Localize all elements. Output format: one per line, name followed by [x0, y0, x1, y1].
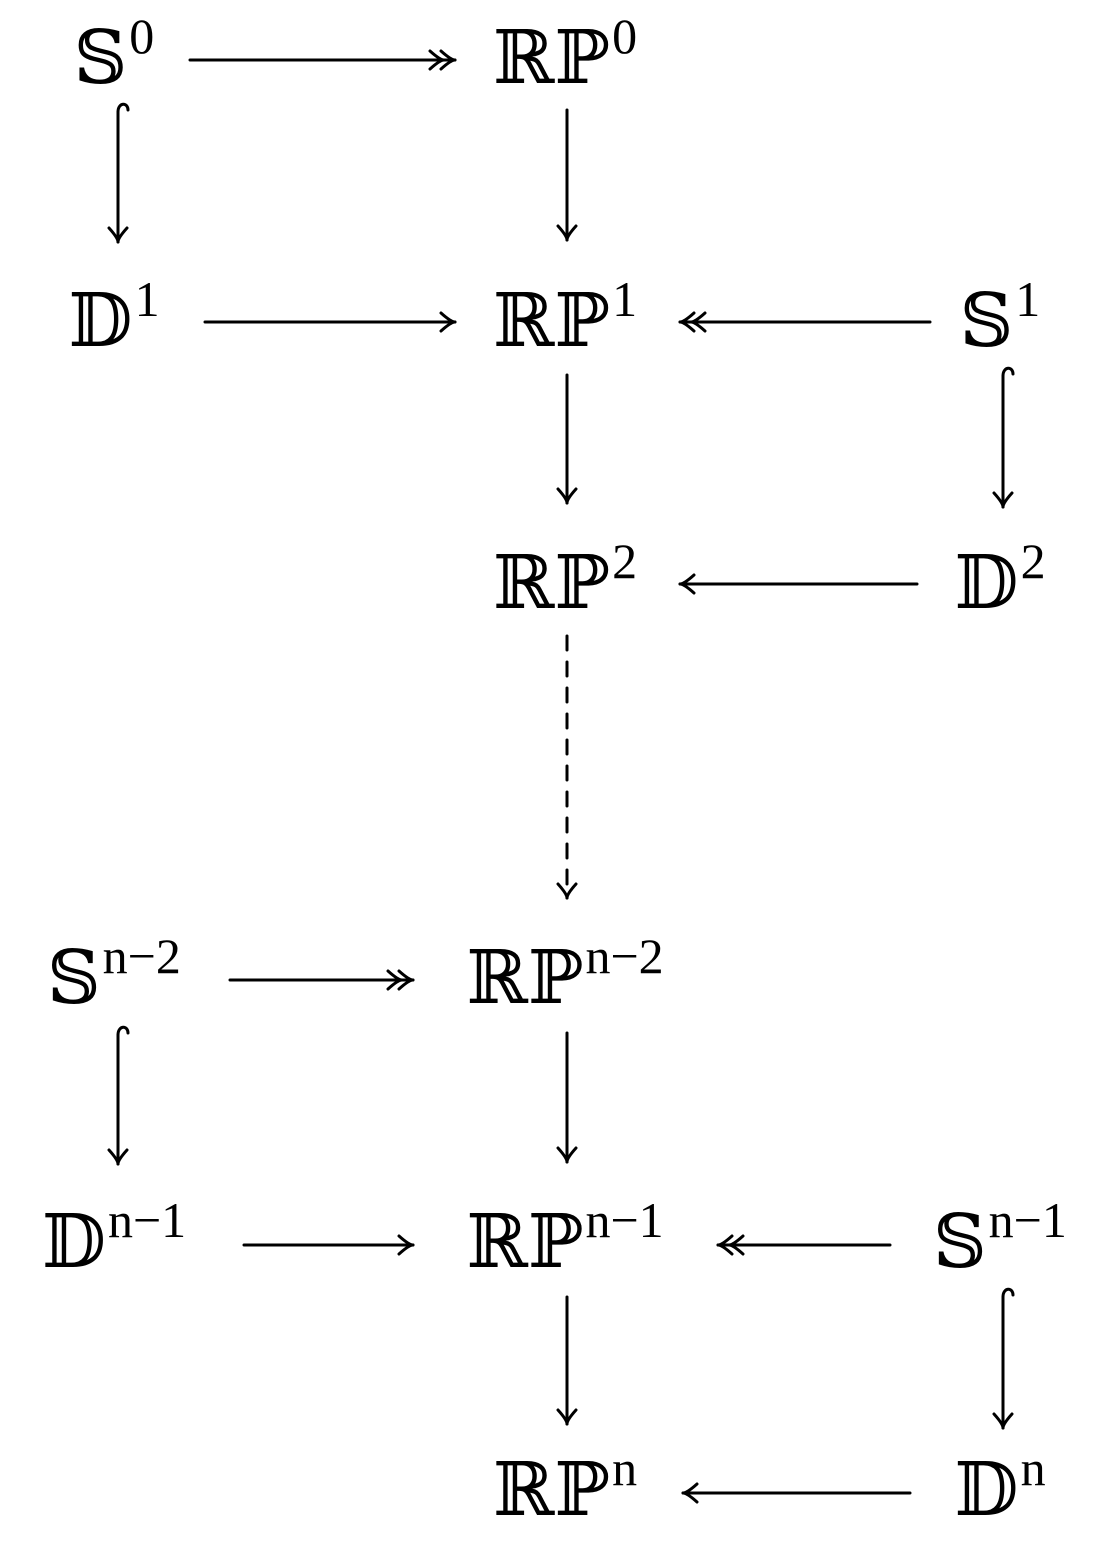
node-superscript: n	[1020, 1440, 1046, 1496]
arrow-head	[397, 969, 415, 991]
node-superscript: n−2	[585, 928, 664, 984]
arrow-hook	[1001, 366, 1015, 384]
arrow-head	[556, 1408, 578, 1426]
node-superscript: 1	[612, 271, 638, 327]
arrow-RP1-to-RP2	[556, 373, 578, 505]
node-superscript: n−1	[988, 1192, 1067, 1248]
node-base: 𝕊	[959, 278, 1014, 364]
node-superscript: 1	[1015, 271, 1041, 327]
arrow-head	[556, 1146, 578, 1164]
arrow-RP0-to-RP1	[556, 108, 578, 242]
arrow-head	[992, 491, 1014, 509]
node-rpn: ℝℙn	[493, 1443, 637, 1527]
node-rpn-2: ℝℙn−2	[466, 931, 663, 1015]
node-superscript: 2	[1020, 533, 1046, 589]
node-s1: 𝕊1	[960, 274, 1040, 358]
node-d1: 𝔻1	[68, 274, 159, 358]
arrow-RPn1-to-RPn	[556, 1295, 578, 1426]
node-base: ℝℙ	[492, 278, 611, 364]
node-dn: 𝔻n	[954, 1443, 1045, 1527]
arrow-Dn-to-RPn	[681, 1482, 912, 1504]
arrow-head-second	[428, 49, 446, 71]
arrow-head-second	[727, 1234, 745, 1256]
arrow-Sn1-to-Dn	[992, 1287, 1015, 1430]
arrow-S0-to-D1	[107, 102, 130, 244]
node-superscript: 1	[134, 271, 160, 327]
node-rp2: ℝℙ2	[493, 536, 637, 620]
arrow-hook	[116, 102, 130, 120]
node-base: ℝℙ	[466, 1199, 584, 1285]
node-base: 𝔻	[68, 278, 133, 364]
node-rpn-1: ℝℙn−1	[466, 1195, 663, 1279]
node-base: ℝℙ	[466, 935, 584, 1021]
node-base: ℝℙ	[492, 1447, 611, 1533]
node-rp1: ℝℙ1	[493, 274, 637, 358]
node-superscript: n	[612, 1440, 638, 1496]
arrow-S0-to-RP0	[188, 49, 457, 71]
node-base: ℝℙ	[492, 15, 611, 101]
node-superscript: 2	[612, 533, 638, 589]
node-d2: 𝔻2	[954, 536, 1045, 620]
node-dn-1: 𝔻n−1	[42, 1195, 186, 1279]
arrow-head	[556, 882, 578, 900]
arrow-Dn1-to-RPn1	[242, 1234, 415, 1256]
node-superscript: 0	[612, 8, 638, 64]
node-base: 𝔻	[954, 540, 1019, 626]
node-base: 𝕊	[47, 935, 101, 1021]
arrow-head	[556, 487, 578, 505]
node-base: ℝℙ	[492, 540, 611, 626]
arrow-Sn1-to-RPn1	[716, 1234, 892, 1256]
arrow-head-second	[689, 311, 707, 333]
arrow-head	[439, 311, 457, 333]
node-base: 𝔻	[954, 1447, 1019, 1533]
arrow-hook	[1001, 1287, 1015, 1305]
arrow-head	[107, 1148, 129, 1166]
arrow-head	[678, 311, 696, 333]
arrow-D1-to-RP1	[203, 311, 457, 333]
node-superscript: 0	[129, 8, 155, 64]
arrow-Sn2-to-RPn2	[228, 969, 415, 991]
arrow-RPn2-to-RPn1	[556, 1031, 578, 1164]
node-superscript: n−2	[102, 928, 181, 984]
node-superscript: n−1	[585, 1192, 664, 1248]
node-rp0: ℝℙ0	[493, 11, 637, 95]
node-base: 𝕊	[73, 15, 128, 101]
arrow-hook	[116, 1025, 130, 1043]
arrow-head	[107, 226, 129, 244]
arrow-S1-to-RP1	[678, 311, 932, 333]
arrow-head	[681, 1482, 699, 1504]
node-s0: 𝕊0	[74, 11, 154, 95]
node-base: 𝔻	[41, 1199, 106, 1285]
arrow-head	[678, 573, 696, 595]
node-sn-1: 𝕊n−1	[933, 1195, 1067, 1279]
arrow-S1-to-D2	[992, 366, 1015, 509]
arrow-D2-to-RP2	[678, 573, 919, 595]
arrow-head	[992, 1412, 1014, 1430]
node-superscript: n−1	[107, 1192, 187, 1248]
arrow-head	[716, 1234, 734, 1256]
arrow-head-second	[386, 969, 404, 991]
node-sn-2: 𝕊n−2	[47, 931, 181, 1015]
arrow-head	[397, 1234, 415, 1256]
arrow-Sn2-to-Dn1	[107, 1025, 130, 1166]
arrow-RP2-to-RPn2	[556, 634, 578, 900]
arrow-head	[439, 49, 457, 71]
node-base: 𝕊	[933, 1199, 987, 1285]
arrow-head	[556, 224, 578, 242]
